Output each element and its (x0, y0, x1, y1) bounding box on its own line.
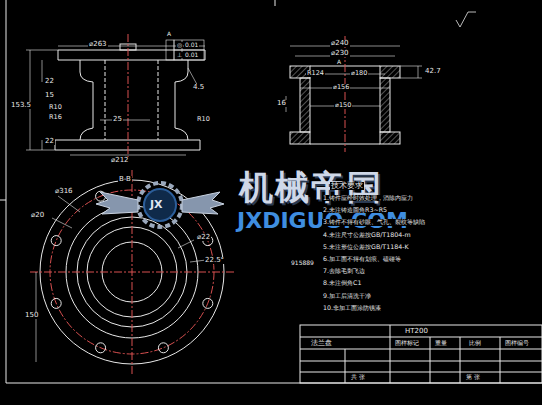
dimension-label: ⌀20 (30, 212, 45, 219)
technical-note: 10.非加工面涂防锈漆 (322, 305, 382, 311)
technical-note: 技术要求 (330, 182, 364, 190)
technical-note: 3.铸件不得有砂眼、气孔、裂纹等缺陷 (322, 219, 426, 225)
title-block-cell: 比例 (468, 340, 482, 346)
bolt-hole (158, 343, 168, 353)
title-block-cell: 重量 (434, 340, 448, 346)
technical-note: 7.去除毛刺飞边 (322, 268, 366, 274)
technical-note: 4.未注尺寸公差按GB/T1804-m (322, 232, 412, 238)
dimension-label: 22 (44, 138, 55, 145)
dimension-label: ⌀263 (88, 41, 108, 48)
technical-note: 1.铸件应经时效处理，消除内应力 (322, 195, 414, 201)
dimension-label: ⌀212 (110, 157, 130, 164)
dimension-label: 16 (276, 100, 287, 107)
dimension-label: A (336, 59, 342, 65)
dimension-label: 150 (24, 312, 39, 319)
dimension-label: R10 (196, 116, 211, 123)
title-block-cell: 图样编号 (504, 340, 530, 346)
dimension-label: A (166, 31, 172, 37)
dimension-label: R124 (306, 70, 325, 77)
dimension-label: 0.01 (184, 42, 199, 48)
dimension-label: ⌀150 (334, 102, 352, 109)
dimension-label: 22.5° (204, 257, 225, 264)
technical-note: 9.加工后清洗干净 (322, 293, 372, 299)
dimension-label: ⌀180 (350, 70, 368, 77)
dimension-label: 915889 (290, 260, 315, 266)
technical-note: 6.加工面不得有划痕、磕碰等 (322, 256, 402, 262)
watermark: JX (149, 199, 164, 210)
dimension-label: 153.5 (10, 102, 32, 109)
dimension-label: ◎ (176, 42, 183, 48)
dimension-label: 22 (44, 78, 55, 85)
dimension-label: R16 (48, 114, 63, 121)
title-block-cell: 共 张 (350, 374, 366, 380)
dimension-label: R10 (48, 104, 63, 111)
title-block-cell: 图样标记 (394, 340, 420, 346)
dimension-label: ⌀156 (332, 84, 350, 91)
technical-note: 5.未注形位公差按GB/T1184-K (322, 244, 410, 250)
bolt-hole (51, 298, 61, 308)
dimension-label: 0.01 (184, 52, 199, 58)
bolt-hole (51, 236, 61, 246)
dimension-label: ⌀316 (54, 188, 74, 195)
title-block-cell: HT200 (404, 328, 429, 335)
dimension-label: 4.5 (192, 84, 205, 91)
dimension-label: 15 (44, 92, 55, 99)
dimension-label: B-B (118, 176, 132, 183)
bolt-hole (203, 298, 213, 308)
dimension-label: ⊥ (176, 52, 183, 58)
dimension-label: ⌀230 (330, 50, 350, 57)
bolt-hole (96, 343, 106, 353)
title-block-cell: 法兰盘 (310, 340, 333, 347)
dimension-label: 25 (112, 116, 123, 123)
title-block-cell: 第 张 (465, 374, 481, 380)
technical-note: 2.未注铸造圆角R3~R5 (322, 207, 388, 213)
dimension-label: ⌀240 (330, 40, 350, 47)
dimension-label: 42.7 (424, 68, 442, 75)
technical-note: 8.未注倒角C1 (322, 280, 362, 286)
dimension-label: ⌀22 (196, 234, 211, 241)
